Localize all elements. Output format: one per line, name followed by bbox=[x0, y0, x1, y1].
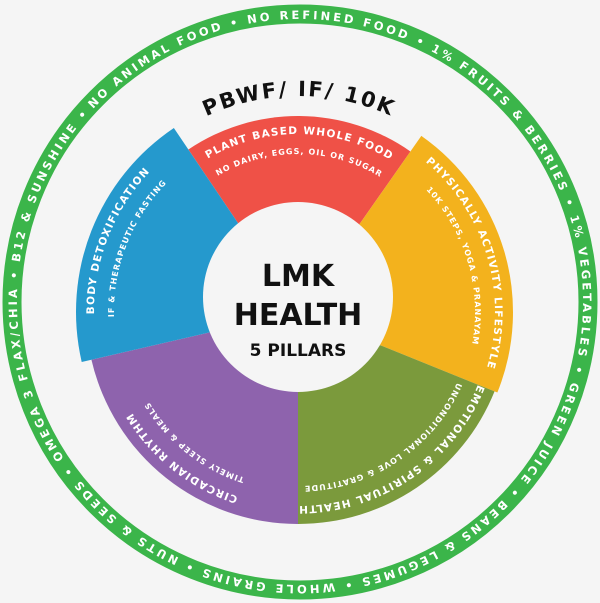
center-circle bbox=[203, 202, 393, 392]
ring-separator: • bbox=[6, 264, 22, 287]
outer-ring bbox=[2, 4, 598, 600]
pbwf-arc-title: PBWF/ IF/ 10K bbox=[199, 77, 399, 121]
arc-title-text: PBWF/ IF/ 10K bbox=[199, 77, 397, 121]
ring-item: NO ANIMAL FOOD bbox=[85, 19, 222, 111]
center-line-1: LMK bbox=[262, 259, 336, 294]
center-line-2: HEALTH bbox=[234, 298, 363, 333]
center-line-3: 5 PILLARS bbox=[250, 341, 347, 361]
